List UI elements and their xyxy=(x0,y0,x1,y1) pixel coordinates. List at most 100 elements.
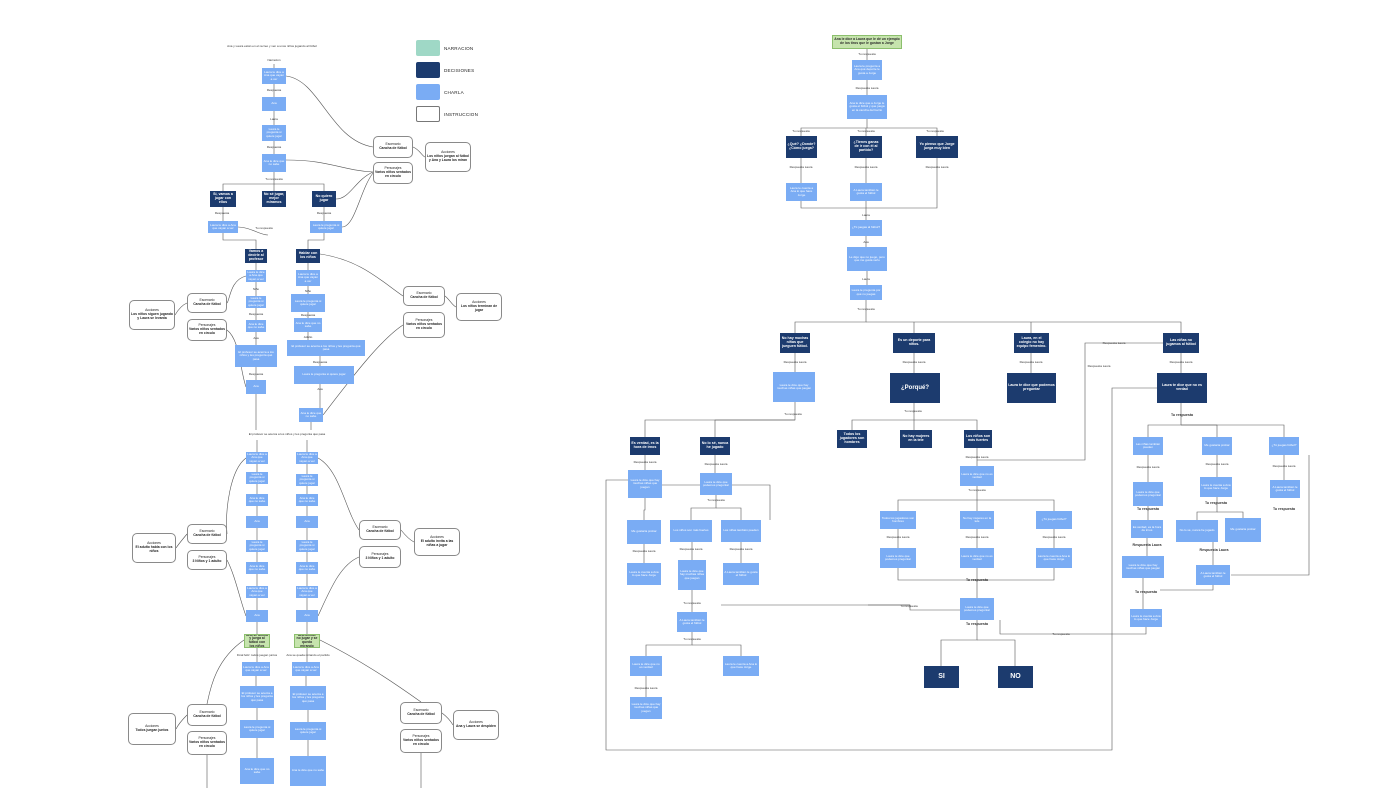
right-label-resp-b: Respuesta Laura xyxy=(854,165,878,169)
connector-139 xyxy=(441,712,454,726)
right-end-no: NO xyxy=(998,666,1033,688)
right-label-laura-2: Laura xyxy=(862,277,870,281)
left-chain-b3: Ana le dice que no sabe xyxy=(294,318,322,332)
right-node-u3: A Laura también le gusta el fútbol xyxy=(723,563,759,585)
left-label-chain-a3: Ana xyxy=(253,336,259,340)
right-charla-2: Ana le dice que a Jorge le gusta el fútb… xyxy=(847,95,887,119)
right-node-t1: Me gustaría probar xyxy=(627,520,661,544)
legend-swatch-charla xyxy=(416,84,440,100)
right-label-resp-t3: Respuesta Laura xyxy=(729,547,753,551)
left-label-chain-b2: Respuesta xyxy=(300,313,316,317)
right-sub-2: No lo sé, nunca he jugado xyxy=(700,437,730,455)
right-sub-1: Es verdad, es la hora de irnos xyxy=(630,437,660,455)
connector-133 xyxy=(400,529,415,543)
left-acciones-6-value: Todos juegan juntos xyxy=(135,728,169,732)
right-label-resp-s8: Respuesta Laura xyxy=(1272,464,1296,468)
connector-24 xyxy=(914,419,978,430)
left-top-note: Ana y Laura están en el recreo y ven a u… xyxy=(227,44,317,48)
connector-25 xyxy=(1147,403,1182,437)
left-label-resp-3: Respuesta xyxy=(214,211,230,215)
right-label-resp-t2: Respuesta Laura xyxy=(679,547,703,551)
left-escenario-2-value: Cancha de fútbol xyxy=(193,302,221,306)
right-label-tr-s8: Tu respuesta xyxy=(1272,507,1296,511)
right-label-respuesta-laura-1: Respuesta Laura xyxy=(855,86,879,90)
left-label-chain-b1: Niño xyxy=(304,289,312,293)
right-label-resp-s2: Respuesta Laura xyxy=(704,462,728,466)
right-label-tr-u2: Tu respuesta xyxy=(683,601,701,605)
right-label-resp-s7: Respuesta Laura xyxy=(1205,462,1229,466)
left-chain-b4: El profesor se acerca a los niños y les … xyxy=(287,340,365,356)
right-node-u4: Laura te dice que podemos preguntar xyxy=(880,548,916,568)
right-label-resp-s5: Respuesta Laura xyxy=(965,455,989,459)
right-charla-s7: Laura le cuenta a Ana lo que hace Jorge xyxy=(1200,477,1232,497)
right-top-narration: Ana le dice a Laura que le dé un ejemplo… xyxy=(832,35,902,49)
left-escenario-4-title: Escenario xyxy=(199,529,215,534)
connector-34 xyxy=(643,498,646,520)
right-label-tu-respuesta-d4: Tu respuesta xyxy=(1170,413,1194,417)
right-sub-8: ¿Tú juegas fútbol? xyxy=(1269,437,1299,455)
left-low-a1: Laura le dice a Ana que vayan a ver xyxy=(246,452,268,464)
left-end-a1: Laura le dice a Ana que vayan a ver xyxy=(242,662,270,676)
right-node-u2: Laura te dice que hay muchas niñas que j… xyxy=(678,560,706,590)
connector-121 xyxy=(412,146,426,158)
left-end-a4: Ana le dice que no sabe xyxy=(240,758,274,784)
legend-label-narracion: NARRACION xyxy=(444,46,474,51)
right-label-choice-b: Tu respuesta xyxy=(857,129,875,133)
left-escenario-7-value: Cancha de fútbol xyxy=(407,712,435,716)
right-label-resp-d3: Respuesta Laura xyxy=(1019,360,1043,364)
connector-67 xyxy=(721,604,960,611)
right-label-ana: Ana xyxy=(863,240,869,244)
connector-26 xyxy=(1181,424,1218,437)
right-label-tr-s2: Tu respuesta xyxy=(707,498,725,502)
right-node-v1: Laura te dice que podemos preguntar xyxy=(960,598,994,620)
left-chain-b1: Laura le dice a Ana que vayan a ver xyxy=(296,270,320,286)
legend-label-instruccion: INSTRUCCION xyxy=(444,112,479,117)
left-label-chain-a2: Respuesta xyxy=(248,312,264,316)
right-label-tu-respuesta-1: Tu respuesta xyxy=(858,52,876,56)
connector-120 xyxy=(285,159,374,173)
left-escenario-3-title: Escenario xyxy=(416,291,432,296)
right-charla-laura-2: Laura te pregunta por qué no juegas xyxy=(850,285,882,300)
right-node-u1: Laura le cuenta a Ana lo que hace Jorge xyxy=(627,563,661,585)
left-escenario-7-title: Escenario xyxy=(413,708,429,713)
left-chain-a2: Laura le pregunta si quiere jugar xyxy=(246,296,266,308)
right-end-si: SI xyxy=(924,666,959,688)
left-end-b3: Laura le pregunta si quiere jugar xyxy=(290,722,326,740)
connector-132 xyxy=(317,556,360,617)
left-escenario-5-value: Cancha de fútbol xyxy=(366,529,394,533)
connector-37 xyxy=(897,486,978,511)
left-end-b4: Ana le dice que no sabe xyxy=(290,756,326,786)
left-label-chain-b3: Adulto xyxy=(303,335,313,339)
right-label-resp-a: Respuesta Laura xyxy=(789,165,813,169)
left-label-chain-b4: Respuesta xyxy=(312,360,328,364)
left-acciones-5-title: Acciones xyxy=(430,535,444,540)
left-low-b8: Ana xyxy=(296,610,318,622)
legend-swatch-narracion xyxy=(416,40,440,56)
left-escenario-1-title: Escenario xyxy=(385,142,401,147)
connector-122 xyxy=(226,275,247,304)
left-chain-b2: Laura le pregunta si quiere jugar xyxy=(291,294,325,312)
right-label-resp-side-1: Respuesta Laura xyxy=(1102,341,1126,345)
left-low-a7: Laura le dice a Ana que vayan a ver xyxy=(246,586,268,598)
left-escenario-6-value: Cancha de fútbol xyxy=(193,714,221,718)
left-personajes-3-title: Personajes xyxy=(415,318,433,323)
connector-12 xyxy=(794,300,867,333)
left-label-laura-1: Laura xyxy=(270,117,278,121)
left-decision-a: Sí, vamos a jugar con ellos xyxy=(210,191,236,207)
connector-140 xyxy=(335,171,374,200)
connector-2 xyxy=(800,119,868,136)
connector-52 xyxy=(977,568,1055,581)
right-label-tr-u7: Tu respuesta xyxy=(1134,590,1158,594)
right-node-t3: Las niñas también pueden xyxy=(721,520,761,542)
right-label-choice-a: Tu respuesta xyxy=(792,129,810,133)
left-acciones-1-value: Los niños juegan al fútbol y Ana y Laura… xyxy=(427,154,470,162)
right-label-tr-s6: Tu respuesta xyxy=(1136,507,1160,511)
right-decision-c: Yo pienso que Jorge juega muy bien xyxy=(916,136,958,158)
left-label-tr-1: Tu respuesta xyxy=(265,177,283,181)
